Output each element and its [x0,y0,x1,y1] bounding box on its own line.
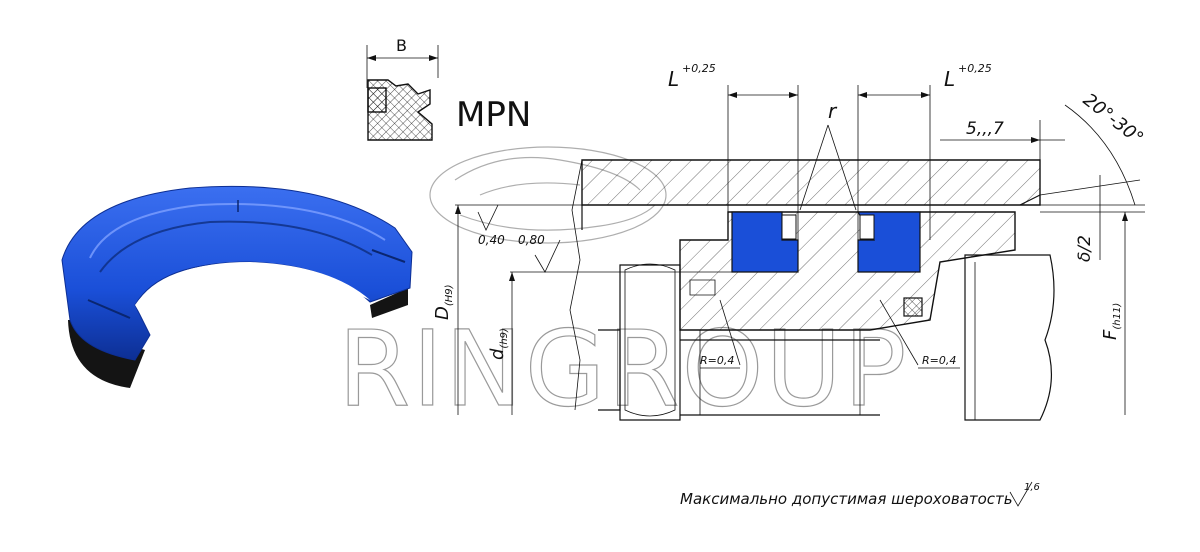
dim-bore-d-tol: (H9) [444,284,455,306]
svg-text:d(h9): d(h9) [487,328,510,360]
dim-bore-d: D [432,306,453,320]
footer-roughness-text: Максимально допустимая шероховатость [680,490,1013,508]
dim-fillet-left: R=0,4 [700,354,734,367]
cross-section [569,159,1055,421]
dim-outer-f: F [1100,329,1121,340]
dim-outer-f-tol: (h11) [1112,303,1123,330]
profile-sketch: B MPN [366,36,531,141]
svg-text:F(h11): F(h11) [1100,303,1123,340]
dimension-lines [455,85,1145,415]
dim-roughness-080: 0,80 [518,233,545,247]
seal-ring-3d [61,185,413,388]
dim-length-left: L [668,67,679,91]
dim-half-gap: δ/2 [1075,235,1095,262]
dim-rod-d-tol: (h9) [499,328,510,349]
dim-radius-top: r [828,99,838,123]
dim-length-right: L [944,67,955,91]
dim-fillet-right: R=0,4 [922,354,956,367]
profile-width-label: B [396,36,407,55]
dim-length-left-tol: +0,25 [682,62,716,75]
footer-note: Максимально допустимая шероховатость 1,6 [680,481,1040,508]
profile-code: MPN [456,95,531,135]
dim-length-right-tol: +0,25 [958,62,992,75]
dim-chamfer-angle: 20°-30° [1079,89,1147,149]
roughness-symbol-icon [1009,481,1033,507]
footer-roughness-value: 1,6 [1024,482,1040,493]
dim-rod-d: d [487,348,508,360]
svg-text:D(H9): D(H9) [432,284,455,320]
dim-chamfer-length: 5,,,7 [966,119,1004,139]
dim-roughness-040: 0,40 [478,233,505,247]
